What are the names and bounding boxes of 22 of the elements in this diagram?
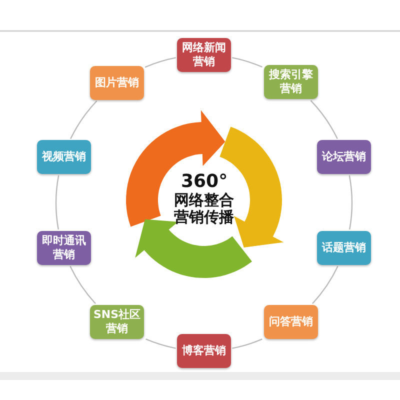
topic-box: 话题营销 [317,231,371,265]
connector-arc [70,266,96,304]
connector-arc [144,57,176,68]
topic-box: 博客营销 [177,334,231,368]
connector-arc [55,175,60,230]
connector-arc [348,175,353,230]
topic-box: 网络新闻营销 [177,38,231,72]
connector-arc [312,266,338,304]
connector-arc [232,338,262,349]
topic-box: 视频营销 [37,140,91,174]
connector-arc [70,100,98,140]
topic-box: 搜索引擎营销 [264,65,318,99]
topic-box: 即时通讯营销 [37,231,91,265]
center-heading: 360° [181,172,227,192]
connector-arc [232,57,263,68]
connector-arc [310,100,338,140]
topic-box: SNS社区营销 [90,305,144,339]
connector-arc [146,338,176,349]
topic-box: 图片营销 [90,66,144,100]
center-title: 网络整合营销传播 [173,192,235,226]
topic-box: 问答营销 [264,305,318,339]
topic-box: 论坛营销 [317,140,371,174]
